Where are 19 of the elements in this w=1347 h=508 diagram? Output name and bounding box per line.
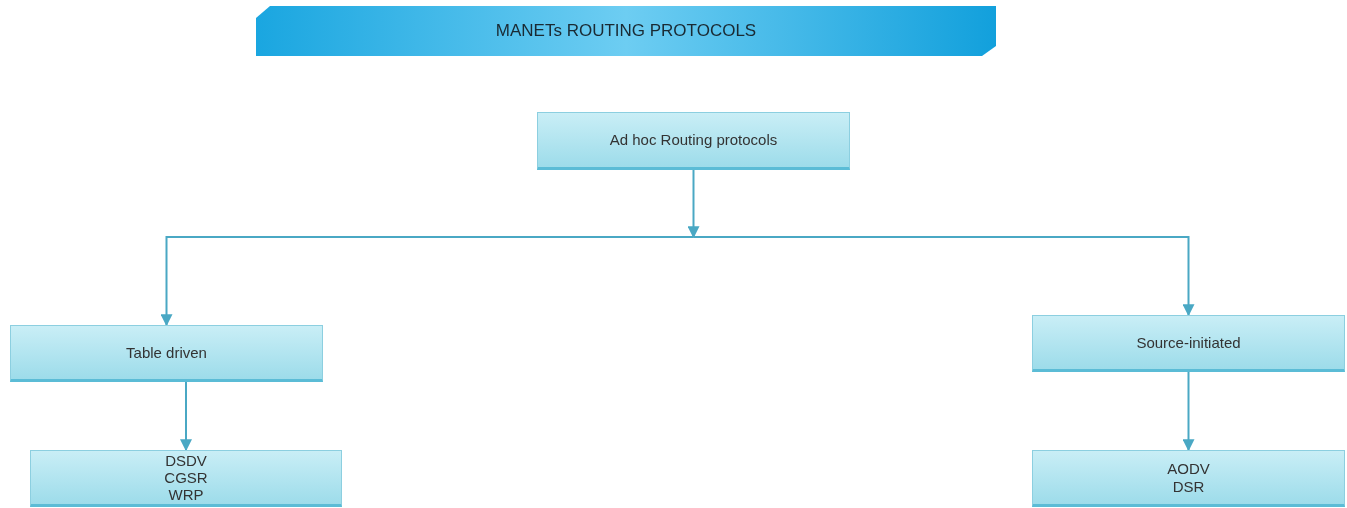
arrow [160, 236, 695, 327]
arrow [692, 236, 1195, 317]
node-label: AODV [1167, 460, 1210, 478]
arrow [687, 169, 700, 239]
node-label: DSR [1172, 477, 1205, 495]
process-box [537, 112, 850, 170]
process-box [30, 450, 342, 507]
node-label: Source-initiated [1136, 333, 1241, 352]
node-label: Ad hoc Routing protocols [609, 131, 778, 149]
diagram-title: MANETs ROUTING PROTOCOLS [495, 21, 757, 41]
process-box [10, 325, 323, 382]
node-label: DSDV [165, 451, 207, 469]
node-label: CGSR [164, 468, 208, 487]
arrow [180, 381, 192, 452]
node-label: WRP [168, 486, 204, 504]
arrow [1182, 371, 1195, 452]
process-box [1032, 450, 1345, 507]
node-label: Table driven [126, 343, 207, 362]
process-box [1032, 315, 1345, 372]
